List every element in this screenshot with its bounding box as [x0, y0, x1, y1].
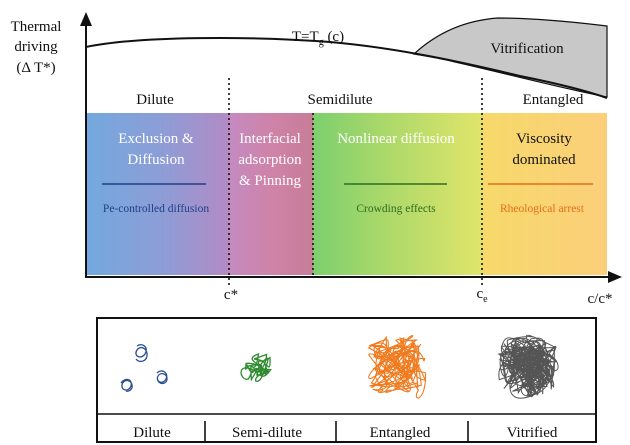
- coil-dilute-3: [156, 370, 168, 385]
- zone1-title-line2: Diffusion: [127, 152, 185, 168]
- coil-entangled-group: [367, 335, 427, 399]
- zone4-title-line1: Viscosity: [516, 131, 572, 147]
- legend-label-vitrified: Vitrified: [507, 425, 558, 441]
- glass-transition-label: T=Tg (c): [292, 29, 344, 48]
- legend-label-semidilute: Semi-dilute: [232, 425, 302, 441]
- zone-band-interfacial: [229, 113, 314, 275]
- zone-band-dilute: [86, 113, 230, 275]
- zone1-title-line1: Exclusion &: [118, 131, 194, 147]
- zone2-title-line2: adsorption: [238, 152, 302, 168]
- y-axis-arrow: [80, 12, 92, 26]
- zone2-title-line3: & Pinning: [239, 173, 302, 189]
- coil-semidilute: [240, 353, 272, 382]
- coil-dilute-2: [120, 378, 133, 392]
- zone3-subtitle: Crowding effects: [356, 203, 436, 215]
- vitrification-region: [412, 17, 608, 98]
- zone-band-nonlinear: [313, 113, 483, 275]
- y-axis-label-line2: driving: [14, 39, 58, 55]
- coil-dilute-group: [120, 344, 168, 392]
- coil-entangled: [367, 335, 427, 399]
- legend-label-dilute: Dilute: [133, 425, 171, 441]
- tick-c-e: ce: [476, 286, 488, 305]
- y-axis-label-line3: (Δ T*): [16, 60, 55, 76]
- x-axis-arrow: [608, 271, 622, 283]
- coil-vitrified: [497, 334, 559, 399]
- zone2-title-line1: Interfacial: [239, 131, 301, 147]
- regime-label-entangled: Entangled: [523, 92, 584, 108]
- legend-label-entangled: Entangled: [370, 425, 431, 441]
- regime-label-dilute: Dilute: [136, 92, 174, 108]
- regime-label-semidilute: Semidilute: [308, 92, 373, 108]
- coil-dilute-1: [135, 344, 148, 363]
- zone1-subtitle: Pe-controlled diffusion: [103, 203, 209, 215]
- zone4-title-line2: dominated: [512, 152, 576, 168]
- glass-transition-curve: [85, 36, 608, 99]
- x-axis-label: c/c*: [588, 291, 613, 307]
- y-axis-label-line1: Thermal: [11, 19, 62, 35]
- zone3-title: Nonlinear diffusion: [337, 131, 455, 147]
- coil-semidilute-group: [240, 353, 272, 382]
- zone4-subtitle: Rheological arrest: [500, 203, 585, 215]
- coil-vitrified-group: [497, 334, 559, 399]
- zone-band-viscosity: [482, 113, 607, 275]
- vitrification-label: Vitrification: [490, 41, 564, 57]
- tick-c-star: c*: [224, 287, 238, 303]
